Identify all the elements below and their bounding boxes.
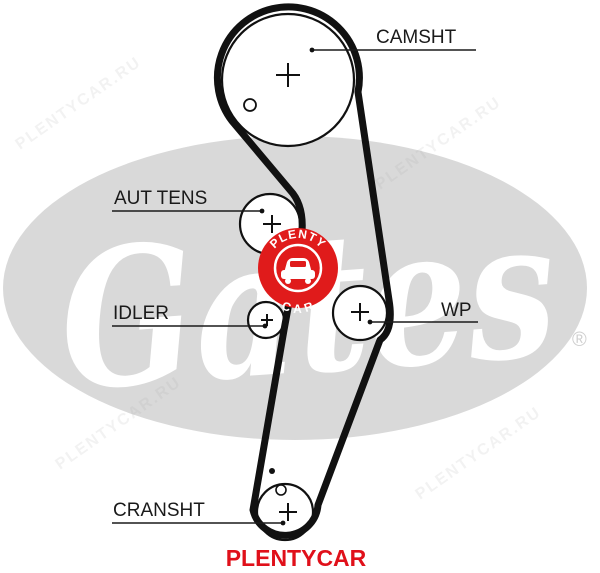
crankshaft-center-plus-icon — [279, 503, 297, 521]
camshaft-center-plus-icon — [276, 63, 300, 87]
plentycar-caption: PLENTYCAR — [226, 545, 367, 571]
water-pump-label: WP — [441, 300, 472, 321]
tensioner-label: AUT TENS — [114, 188, 207, 209]
camshaft-leader-dot — [309, 47, 315, 53]
water-pump-center-plus-icon — [351, 303, 369, 321]
idler-label: IDLER — [113, 303, 169, 324]
stamp-bottom-text-path: CAR — [280, 299, 315, 316]
idler-leader-dot — [262, 323, 268, 329]
crankshaft-timing-mark-icon — [275, 484, 287, 496]
timing-belt — [213, 3, 394, 539]
crankshaft-leader-dot — [280, 520, 286, 526]
leader-lines — [112, 47, 478, 526]
registered-mark: ® — [572, 329, 587, 351]
tensioner-center-plus-icon — [263, 215, 281, 233]
car-icon — [281, 258, 315, 284]
tensioner-leader-dot — [259, 208, 265, 214]
water-pump-leader-dot — [367, 319, 373, 325]
idler-center-plus-icon — [261, 314, 273, 326]
crankshaft-reference-dot-icon — [269, 468, 275, 474]
crankshaft-label: CRANSHT — [113, 500, 205, 521]
camshaft-timing-mark-icon — [243, 98, 257, 112]
camshaft-label: CAMSHT — [376, 27, 457, 48]
stamp-bottom-text: CAR — [280, 299, 316, 316]
tile-watermark-text: PLENTYCAR.RU — [13, 54, 145, 154]
stamp-inner-ring — [273, 243, 323, 293]
